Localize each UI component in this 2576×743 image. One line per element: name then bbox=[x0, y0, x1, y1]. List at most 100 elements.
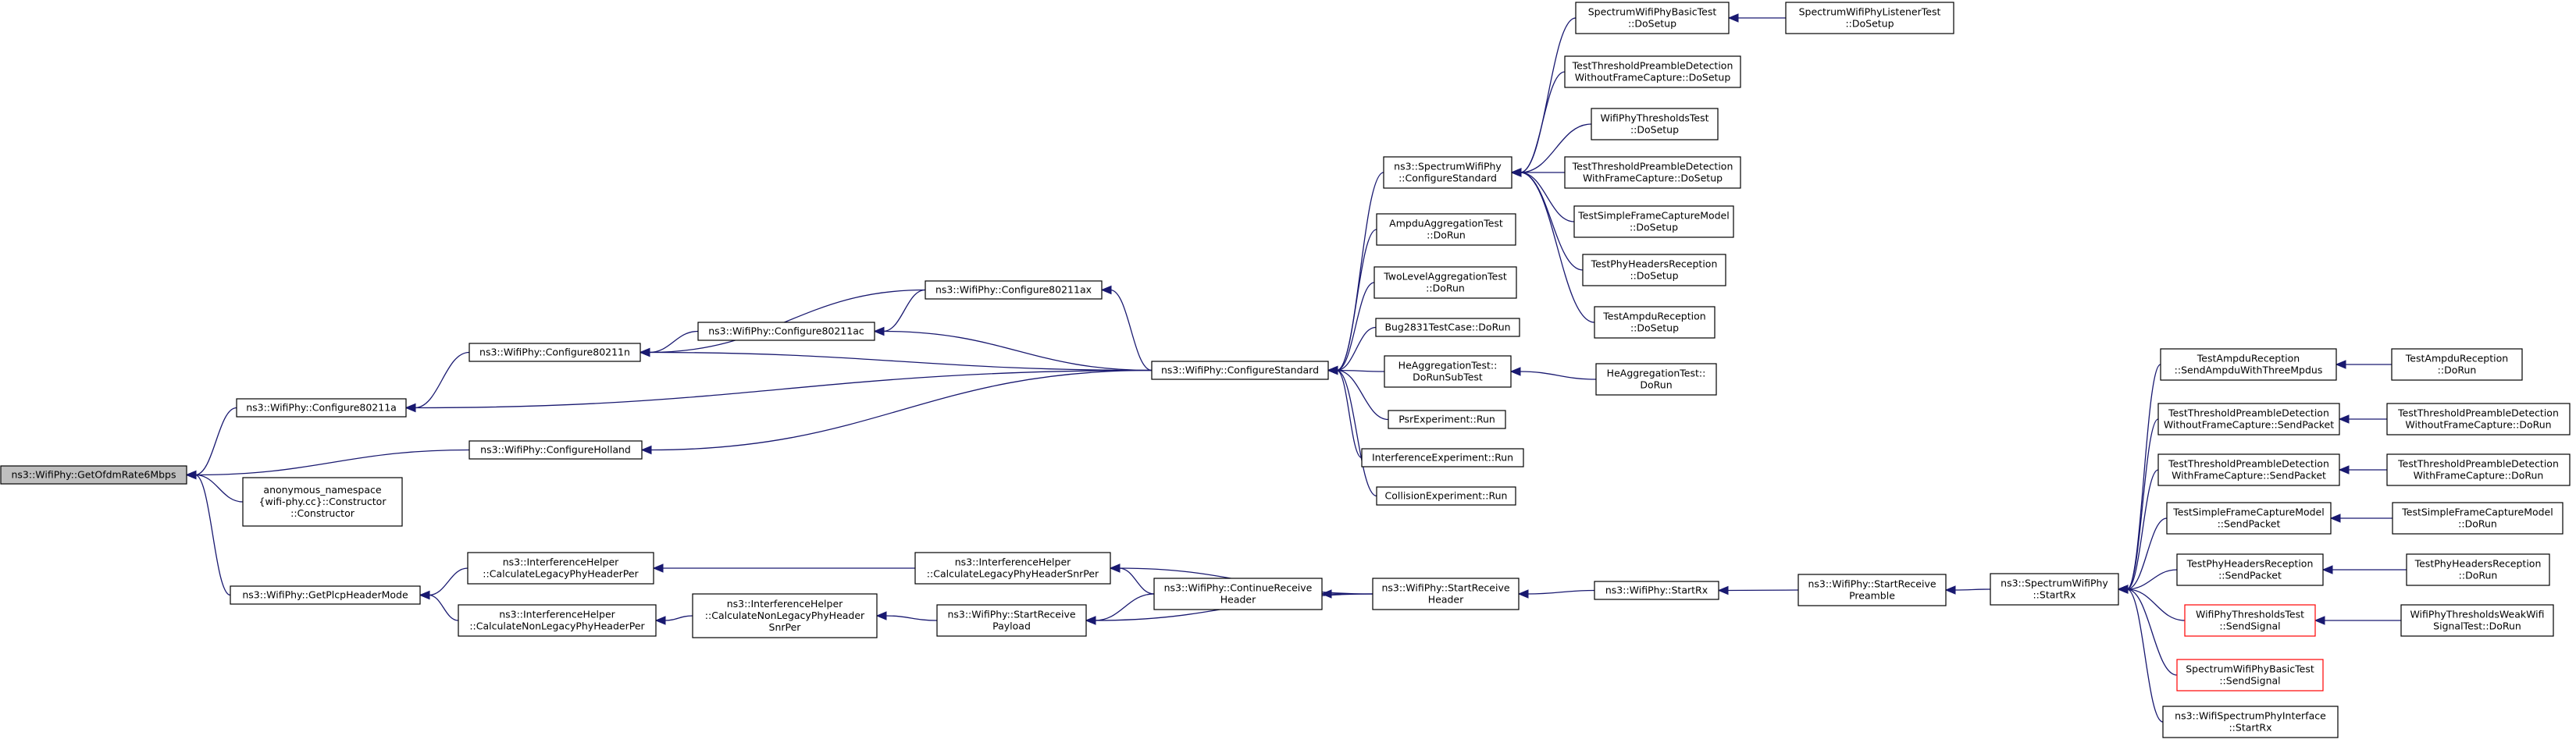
edge-cfg11ac-to-cfg11n bbox=[648, 330, 699, 354]
edge-tphr_send-to-specstartrx bbox=[2126, 569, 2178, 590]
node-specbasic_send[interactable]: SpectrumWifiPhyBasicTest::SendSignal bbox=[2176, 659, 2324, 691]
node-box-twolevel bbox=[1374, 266, 1517, 299]
edge-tsfcm_setup-to-spectrumcfg bbox=[1520, 172, 1575, 222]
node-tampdu_run[interactable]: TestAmpduReception::DoRun bbox=[2391, 348, 2523, 381]
node-label-cfg11ax-0: ns3::WifiPhy::Configure80211ax bbox=[935, 284, 1092, 296]
node-tphr_send[interactable]: TestPhyHeadersReception::SendPacket bbox=[2176, 553, 2324, 586]
node-tphr_setup[interactable]: TestPhyHeadersReception::DoSetup bbox=[1582, 254, 1726, 286]
node-label-tphr_run-0: TestPhyHeadersReception bbox=[2414, 558, 2542, 570]
edge-heagg-to-heaggsub bbox=[1519, 371, 1597, 380]
node-cfgstd[interactable]: ns3::WifiPhy::ConfigureStandard bbox=[1151, 361, 1329, 380]
node-root[interactable]: ns3::WifiPhy::GetOfdmRate6Mbps bbox=[0, 465, 187, 485]
node-label-collexp-0: CollisionExperiment::Run bbox=[1385, 490, 1508, 502]
node-tphr_run[interactable]: TestPhyHeadersReception::DoRun bbox=[2406, 553, 2550, 586]
node-ttpd_wo_setup[interactable]: TestThresholdPreambleDetectionWithoutFra… bbox=[1564, 55, 1741, 88]
edge-interfexp-to-cfgstd bbox=[1336, 369, 1363, 459]
node-label-tphr_setup-1: ::DoSetup bbox=[1630, 270, 1678, 282]
node-ttpd_wo_run[interactable]: TestThresholdPreambleDetectionWithoutFra… bbox=[2386, 403, 2571, 435]
node-label-holland-0: ns3::WifiPhy::ConfigureHolland bbox=[480, 444, 631, 456]
node-nonlegsnr[interactable]: ns3::InterferenceHelper::CalculateNonLeg… bbox=[692, 593, 878, 638]
edge-psr-to-cfgstd bbox=[1336, 369, 1389, 421]
node-legsnr[interactable]: ns3::InterferenceHelper::CalculateLegacy… bbox=[914, 552, 1111, 585]
node-wpthr_send[interactable]: WifiPhyThresholdsTest::SendSignal bbox=[2184, 604, 2316, 637]
node-speclistener[interactable]: SpectrumWifiPhyListenerTest::DoSetup bbox=[1785, 2, 1954, 34]
node-box-startrx bbox=[1594, 581, 1719, 600]
node-wpthr_setup[interactable]: WifiPhyThresholdsTest::DoSetup bbox=[1591, 108, 1719, 140]
node-box-tsfcm_send bbox=[2166, 502, 2332, 535]
arrowhead-cfgstd-to-cfg11n bbox=[639, 347, 650, 357]
node-anon[interactable]: anonymous_namespace{wifi-phy.cc}::Constr… bbox=[242, 477, 403, 527]
node-label-wpthr_setup-0: WifiPhyThresholdsTest bbox=[1600, 112, 1708, 124]
node-cfg11a[interactable]: ns3::WifiPhy::Configure80211a bbox=[236, 398, 407, 418]
edge-tampdu_send-to-specstartrx bbox=[2126, 364, 2161, 590]
node-wifispecif[interactable]: ns3::WifiSpectrumPhyInterface::StartRx bbox=[2162, 706, 2339, 738]
node-label-tampdu_run-0: TestAmpduReception bbox=[2405, 353, 2508, 364]
node-label-heaggsub-0: HeAggregationTest:: bbox=[1398, 360, 1498, 372]
node-psr[interactable]: PsrExperiment::Run bbox=[1388, 410, 1506, 429]
node-label-ttpd_wo_setup-0: TestThresholdPreambleDetection bbox=[1572, 60, 1733, 72]
node-spectrumcfg[interactable]: ns3::SpectrumWifiPhy::ConfigureStandard bbox=[1383, 156, 1512, 189]
node-ttpd_w_send[interactable]: TestThresholdPreambleDetectionWithFrameC… bbox=[2157, 453, 2340, 486]
arrowhead-specstartrx-to-startrecvpre bbox=[1944, 585, 1956, 595]
node-label-nonlegsnr-1: ::CalculateNonLegacyPhyHeader bbox=[705, 610, 865, 621]
node-wpthr_weak[interactable]: WifiPhyThresholdsWeakWifiSignalTest::DoR… bbox=[2400, 604, 2554, 637]
node-holland[interactable]: ns3::WifiPhy::ConfigureHolland bbox=[469, 440, 643, 460]
node-box-ttpd_wo_setup bbox=[1564, 55, 1741, 88]
node-bug2831[interactable]: Bug2831TestCase::DoRun bbox=[1375, 318, 1520, 337]
node-label-heaggsub-1: DoRunSubTest bbox=[1413, 372, 1483, 383]
node-specstartrx[interactable]: ns3::SpectrumWifiPhy::StartRx bbox=[1990, 573, 2119, 606]
node-cfg11ax[interactable]: ns3::WifiPhy::Configure80211ax bbox=[925, 280, 1103, 300]
edge-holland-to-root bbox=[194, 449, 470, 476]
node-ttpd_w_setup[interactable]: TestThresholdPreambleDetectionWithFrameC… bbox=[1564, 156, 1741, 189]
node-box-tampdu_setup bbox=[1594, 306, 1716, 339]
edge-anon-to-root bbox=[194, 474, 244, 503]
node-tampdu_send[interactable]: TestAmpduReception::SendAmpduWithThreeMp… bbox=[2160, 348, 2337, 381]
node-label-tphr_send-1: ::SendPacket bbox=[2218, 570, 2282, 581]
node-box-legper bbox=[467, 552, 654, 585]
node-tsfcm_setup[interactable]: TestSimpleFrameCaptureModel::DoSetup bbox=[1573, 205, 1734, 238]
node-heaggsub[interactable]: HeAggregationTest::DoRunSubTest bbox=[1384, 355, 1512, 388]
edge-cfgstd-to-cfg11ax bbox=[1110, 289, 1153, 372]
arrowhead-startrecvhdr-to-startpayload bbox=[1085, 616, 1096, 625]
node-ttpd_w_run[interactable]: TestThresholdPreambleDetectionWithFrameC… bbox=[2386, 453, 2571, 486]
node-twolevel[interactable]: TwoLevelAggregationTest::DoRun bbox=[1374, 266, 1517, 299]
node-cfg11n[interactable]: ns3::WifiPhy::Configure80211n bbox=[469, 343, 641, 362]
node-box-cfg11ax bbox=[925, 280, 1103, 300]
arrowhead-cfgstd-to-cfg11ax bbox=[1100, 285, 1112, 295]
node-label-wpthr_send-0: WifiPhyThresholdsTest bbox=[2196, 609, 2304, 620]
node-box-wpthr_send bbox=[2184, 604, 2316, 637]
node-collexp[interactable]: CollisionExperiment::Run bbox=[1376, 486, 1516, 506]
node-ttpd_wo_send[interactable]: TestThresholdPreambleDetectionWithoutFra… bbox=[2157, 403, 2340, 435]
edge-cfg11n-to-cfg11a bbox=[414, 351, 470, 409]
node-tampdu_setup[interactable]: TestAmpduReception::DoSetup bbox=[1594, 306, 1716, 339]
node-legper[interactable]: ns3::InterferenceHelper::CalculateLegacy… bbox=[467, 552, 654, 585]
edge-collexp-to-cfgstd bbox=[1336, 369, 1377, 497]
node-label-ttpd_wo_setup-1: WithoutFrameCapture::DoSetup bbox=[1575, 72, 1731, 84]
node-interfexp[interactable]: InterferenceExperiment::Run bbox=[1361, 448, 1524, 467]
node-label-startpayload-0: ns3::WifiPhy::StartReceive bbox=[947, 609, 1075, 620]
node-label-ampduagg-1: ::DoRun bbox=[1427, 229, 1466, 241]
node-label-contrecv-0: ns3::WifiPhy::ContinueReceive bbox=[1164, 582, 1313, 594]
node-tsfcm_send[interactable]: TestSimpleFrameCaptureModel::SendPacket bbox=[2166, 502, 2332, 535]
node-plcp[interactable]: ns3::WifiPhy::GetPlcpHeaderMode bbox=[230, 585, 421, 605]
node-label-tphr_run-1: ::DoRun bbox=[2459, 570, 2498, 581]
node-startrx[interactable]: ns3::WifiPhy::StartRx bbox=[1594, 581, 1719, 600]
edge-plcp-to-root bbox=[194, 474, 231, 596]
node-label-anon-1: {wifi-phy.cc}::Constructor bbox=[259, 496, 387, 507]
node-tsfcm_run[interactable]: TestSimpleFrameCaptureModel::DoRun bbox=[2392, 502, 2564, 535]
node-ampduagg[interactable]: AmpduAggregationTest::DoRun bbox=[1376, 213, 1516, 246]
node-cfg11ac[interactable]: ns3::WifiPhy::Configure80211ac bbox=[697, 322, 875, 341]
node-label-cfgstd-0: ns3::WifiPhy::ConfigureStandard bbox=[1161, 364, 1319, 376]
node-heagg[interactable]: HeAggregationTest::DoRun bbox=[1595, 363, 1717, 396]
edge-cfg11ax-to-cfg11n bbox=[648, 289, 926, 354]
node-label-tsfcm_setup-1: ::DoSetup bbox=[1630, 222, 1678, 233]
node-nonlegper[interactable]: ns3::InterferenceHelper::CalculateNonLeg… bbox=[458, 604, 657, 637]
node-specbasic[interactable]: SpectrumWifiPhyBasicTest::DoSetup bbox=[1575, 2, 1730, 34]
arrowhead-tampdu_setup-to-spectrumcfg bbox=[1510, 168, 1522, 177]
node-label-legper-0: ns3::InterferenceHelper bbox=[503, 556, 619, 568]
